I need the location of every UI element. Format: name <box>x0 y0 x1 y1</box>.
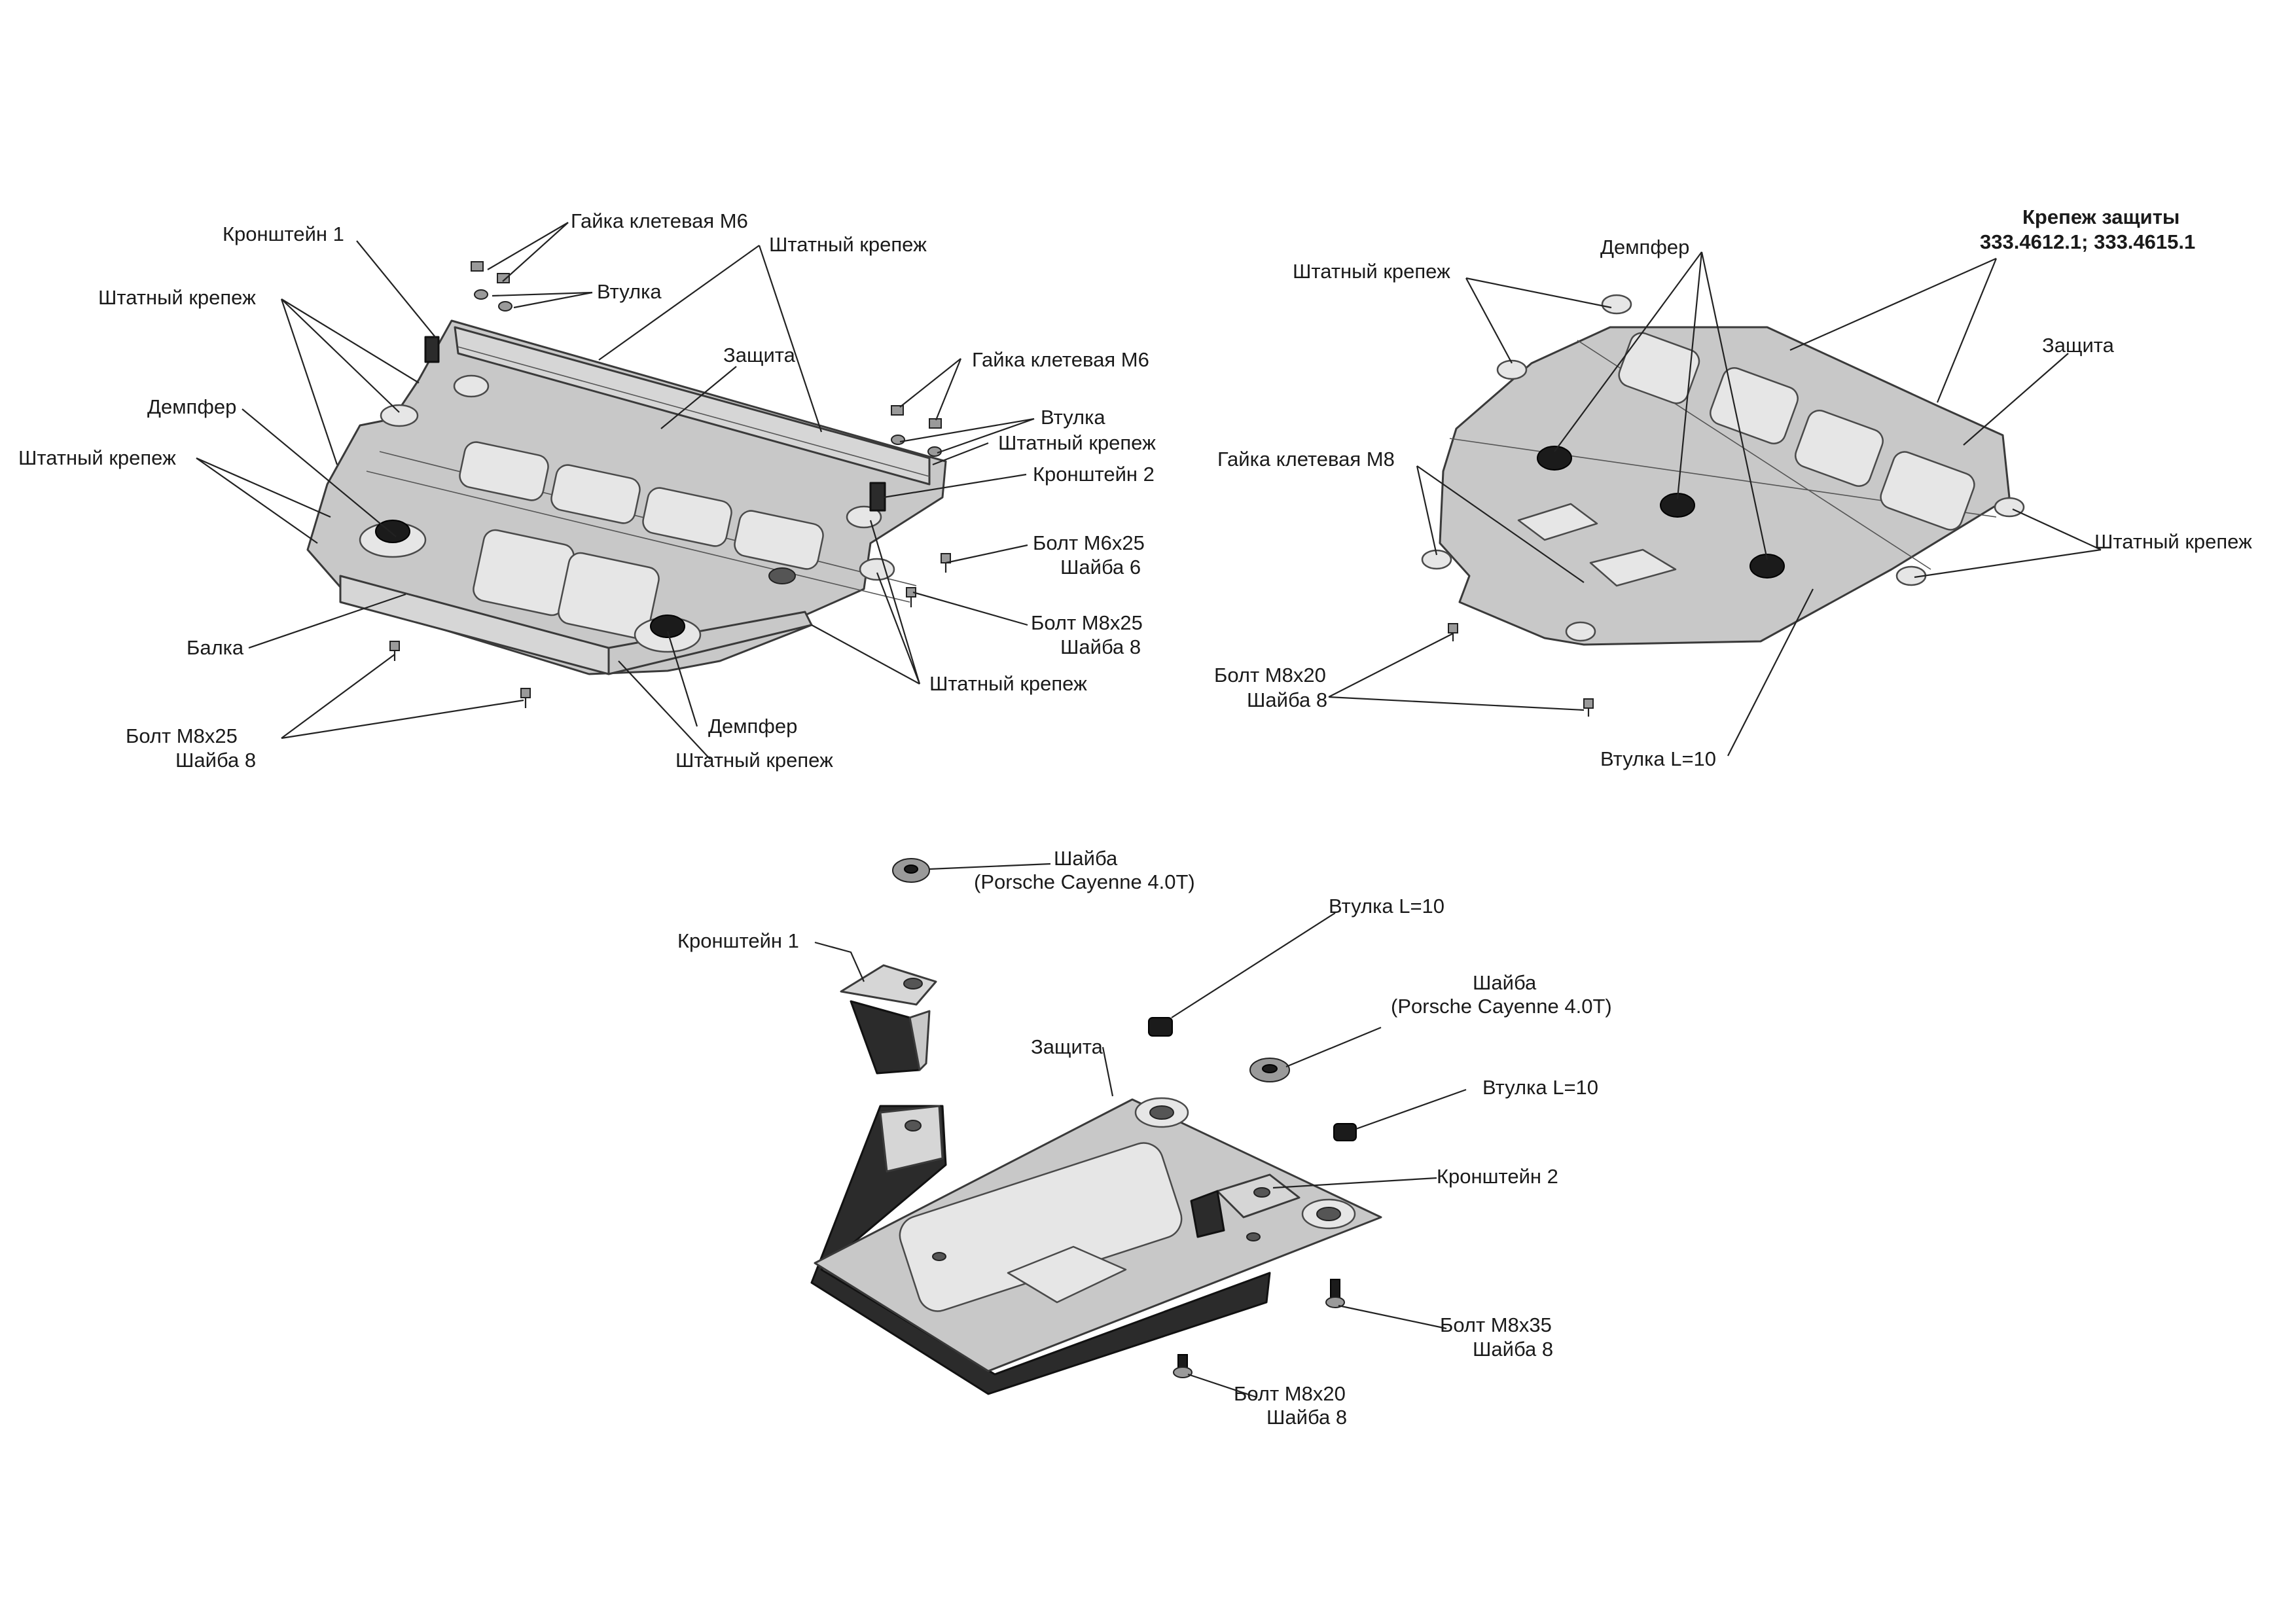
d1-label-beam: Балка <box>187 636 244 659</box>
d1-label-bracket-2: Кронштейн 2 <box>1033 463 1155 486</box>
d1-bolt-icon <box>520 688 531 708</box>
d3-guard-plate <box>810 1097 1382 1395</box>
d2-label-washer-8: Шайба 8 <box>1247 688 1327 711</box>
d2-label-cage-nut-m8: Гайка клетевая М8 <box>1217 448 1395 471</box>
d3-label-washer-top: Шайба <box>1054 847 1118 870</box>
diagram-2-guard-fasteners: Крепеж защиты 333.4612.1; 333.4615.1 Шта… <box>1214 205 2252 770</box>
d3-label-washer-8-a: Шайба 8 <box>1473 1338 1553 1361</box>
d2-bolt-icon <box>1583 698 1594 717</box>
d1-label-washer-8-left: Шайба 8 <box>175 749 256 772</box>
d1-bracket-1 <box>424 336 440 363</box>
d2-label-guard: Защита <box>2042 334 2115 357</box>
d3-label-sleeve-l10-mid: Втулка L=10 <box>1482 1076 1598 1099</box>
d3-label-bracket-1: Кронштейн 1 <box>677 929 799 952</box>
d3-bolt-icon <box>1173 1354 1193 1378</box>
d3-label-washer-top-note: (Porsche Cayenne 4.0T) <box>974 870 1195 893</box>
d2-leader-lines <box>1328 251 2102 757</box>
d3-label-washer-mid-note: (Porsche Cayenne 4.0T) <box>1391 995 1612 1018</box>
d2-damper <box>1537 446 1572 471</box>
d1-cage-nut-icon <box>929 418 942 429</box>
diagram-1-front-guard: Кронштейн 1 Гайка клетевая М6 Втулка Шта… <box>18 209 1156 772</box>
d1-bolt-icon <box>906 587 916 607</box>
d1-bolt-icon <box>389 641 400 661</box>
d3-label-guard: Защита <box>1031 1035 1103 1058</box>
d3-sleeve-top <box>1148 1017 1173 1037</box>
d2-damper <box>1749 554 1785 579</box>
d3-bolt-icon <box>1325 1279 1345 1308</box>
d2-title-line-1: Крепеж защиты <box>2022 205 2179 228</box>
d1-leader-lines <box>196 222 1035 760</box>
d1-label-cage-nut-m6-right: Гайка клетевая М6 <box>972 348 1149 371</box>
d1-label-damper-bottom: Демпфер <box>708 715 797 738</box>
d1-label-damper-left: Демпфер <box>147 395 236 418</box>
d2-title-line-2: 333.4612.1; 333.4615.1 <box>1980 230 2195 253</box>
d3-label-sleeve-l10-top: Втулка L=10 <box>1329 895 1444 918</box>
d1-label-bracket-1: Кронштейн 1 <box>223 223 344 245</box>
d3-label-bracket-2: Кронштейн 2 <box>1437 1165 1558 1188</box>
d1-label-sleeve-top: Втулка <box>597 280 662 303</box>
d2-label-bolt-m8x20: Болт М8х20 <box>1214 664 1326 687</box>
d1-label-standard-fastener-left-mid: Штатный крепеж <box>18 446 176 469</box>
d1-bolt-icon <box>941 553 951 573</box>
d1-guard-plate <box>306 319 947 675</box>
d3-label-washer-8-b: Шайба 8 <box>1266 1406 1347 1429</box>
d3-leader-lines <box>814 863 1467 1399</box>
d1-label-cage-nut-m6-top: Гайка клетевая М6 <box>571 209 748 232</box>
diagram-3-gearbox-guard: Шайба (Porsche Cayenne 4.0T) Кронштейн 1… <box>677 847 1612 1429</box>
d1-label-standard-fastener-right: Штатный крепеж <box>998 431 1156 454</box>
d3-sleeve-mid <box>1333 1123 1357 1141</box>
d1-damper-bottom <box>634 615 702 653</box>
d1-sleeve-icon <box>474 289 488 300</box>
d3-bracket-1 <box>840 964 937 1075</box>
d1-label-bolt-m8x25-right: Болт М8х25 <box>1031 611 1143 634</box>
d2-bolt-icon <box>1448 623 1458 641</box>
d3-washer-top <box>892 858 930 883</box>
d1-label-standard-fastener-left-top: Штатный крепеж <box>98 286 256 309</box>
d3-label-bolt-m8x35: Болт М8х35 <box>1440 1313 1552 1336</box>
d1-sleeve-icon <box>891 435 905 445</box>
d1-label-guard: Защита <box>723 344 796 366</box>
d1-bracket-2 <box>869 482 886 512</box>
d1-label-sleeve-right: Втулка <box>1041 406 1105 429</box>
d1-label-washer-6: Шайба 6 <box>1060 556 1141 579</box>
d1-label-bolt-m6x25: Болт М6х25 <box>1033 531 1145 554</box>
d2-label-sleeve-l10: Втулка L=10 <box>1600 747 1716 770</box>
d1-label-standard-fastener-bottom-right: Штатный крепеж <box>929 672 1087 695</box>
d1-cage-nut-icon <box>891 405 904 416</box>
d2-guard-plate <box>1421 294 2025 646</box>
d1-label-standard-fastener-top: Штатный крепеж <box>769 233 927 256</box>
d1-cage-nut-icon <box>497 273 510 283</box>
d1-sleeve-icon <box>498 301 512 312</box>
d2-label-standard-fastener-right: Штатный крепеж <box>2094 530 2252 553</box>
d1-label-standard-fastener-bottom: Штатный крепеж <box>675 749 833 772</box>
d2-label-damper: Демпфер <box>1600 236 1689 259</box>
d1-label-bolt-m8x25-left: Болт М8х25 <box>126 724 238 747</box>
d3-bracket-2 <box>1190 1173 1300 1238</box>
d3-label-bolt-m8x20: Болт М8х20 <box>1234 1382 1346 1405</box>
d2-label-standard-fastener-top: Штатный крепеж <box>1293 260 1450 283</box>
d1-label-washer-8-right: Шайба 8 <box>1060 635 1141 658</box>
d3-washer-mid <box>1249 1058 1290 1082</box>
d3-label-washer-mid: Шайба <box>1473 971 1537 994</box>
d1-cage-nut-icon <box>471 261 484 272</box>
d1-damper-left <box>359 520 427 558</box>
